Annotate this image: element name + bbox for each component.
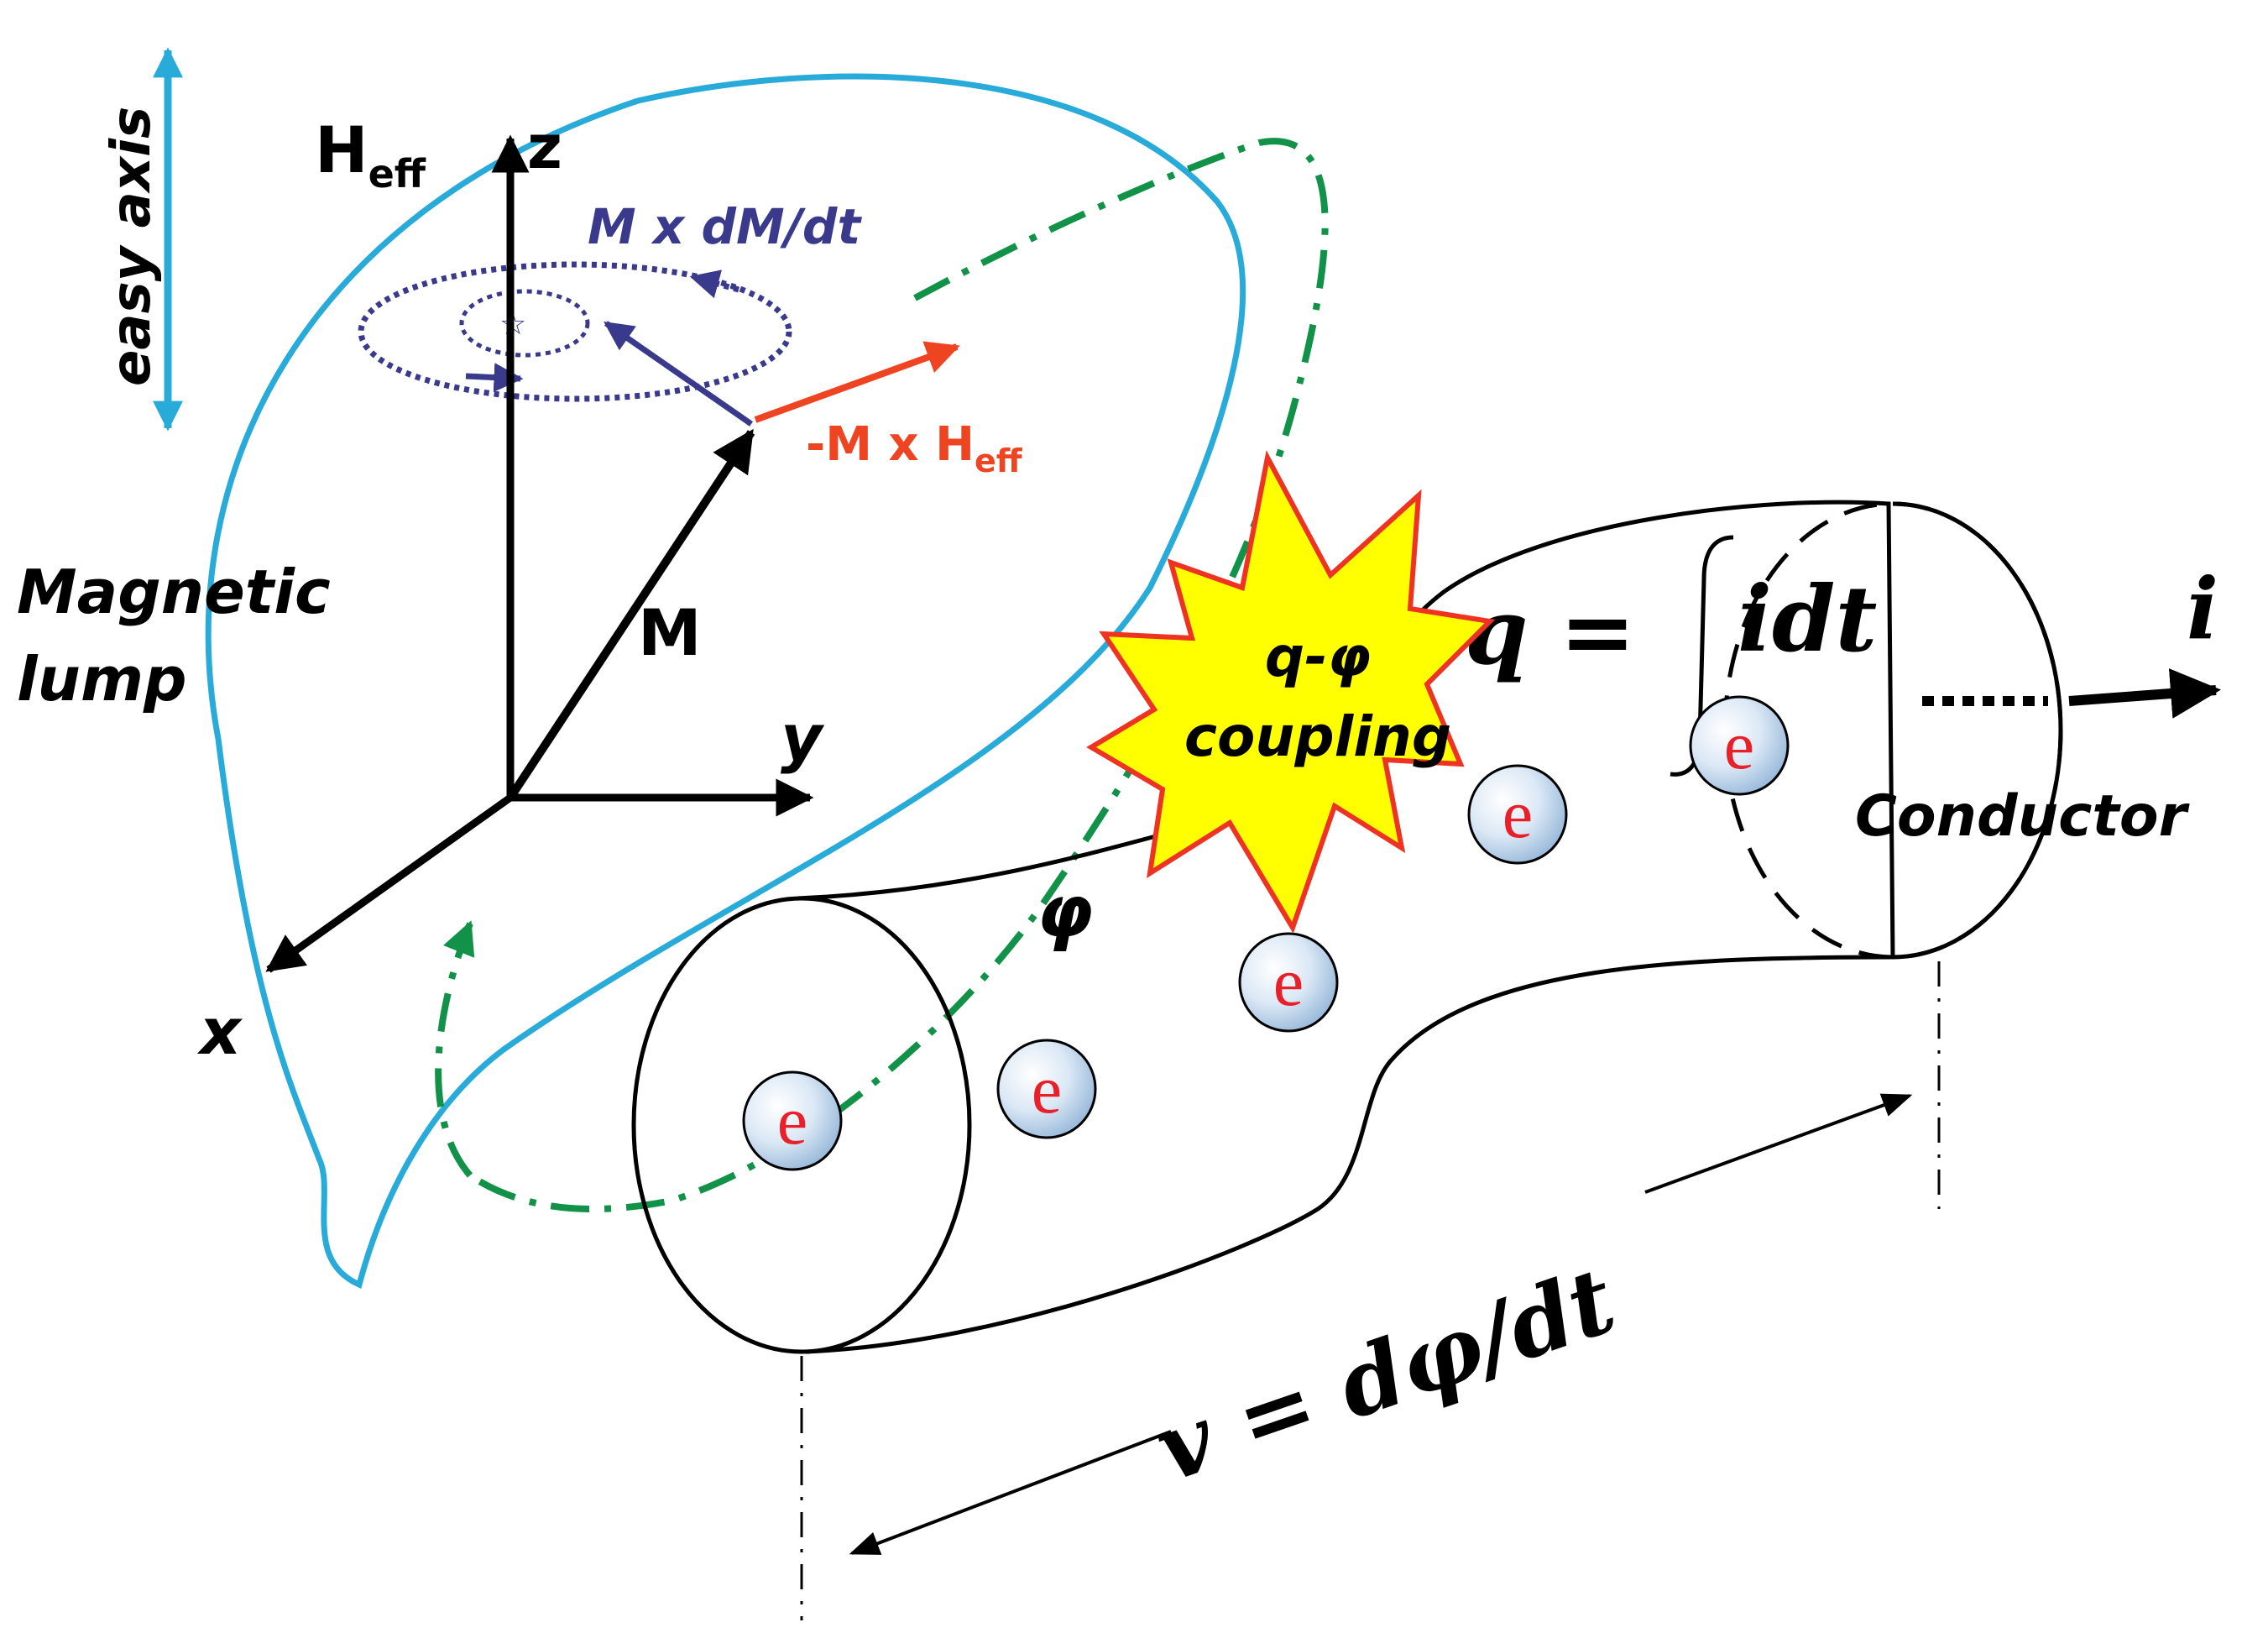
electron: e	[996, 1039, 1097, 1139]
flux-loop	[468, 138, 1329, 1212]
magnetization-label: M	[638, 595, 702, 670]
svg-text:e: e	[1273, 944, 1304, 1020]
svg-text:e: e	[1724, 707, 1754, 783]
damping-arrow	[604, 321, 753, 427]
conductor-right-end-front	[1892, 501, 2063, 960]
voltage-arrow-right	[1644, 1093, 1913, 1194]
precession-torque-arrow	[754, 341, 960, 423]
current-arrow	[2068, 668, 2221, 719]
svg-text:e: e	[1502, 776, 1533, 852]
flux-symbol: φ	[1037, 870, 1093, 954]
voltage-equation: v = dφ/dt	[1143, 1248, 1628, 1503]
h-eff-label: Heff	[315, 113, 426, 196]
svg-text:e: e	[777, 1082, 807, 1159]
x-axis	[265, 794, 513, 973]
electron: e	[742, 1070, 843, 1171]
electron: e	[1467, 764, 1568, 865]
precession-term-label: -M x Heff	[806, 417, 1023, 479]
precession-orbit-outer	[358, 261, 792, 402]
precession-orbit-arrow-top	[689, 270, 739, 299]
integral-sign	[1670, 535, 1734, 777]
svg-text:e: e	[1032, 1051, 1062, 1128]
charge-equation-left: q =	[1465, 579, 1636, 685]
magnetic-lump-outline	[205, 73, 1246, 1289]
electron: e	[1238, 932, 1339, 1033]
charge-equation-right: idt	[1738, 567, 1877, 673]
current-symbol: i	[2187, 559, 2218, 658]
electron: e	[1689, 695, 1790, 796]
conductor-left-end	[631, 896, 972, 1354]
conductor-label: Conductor	[1855, 783, 2191, 850]
x-axis-label: x	[196, 994, 243, 1069]
voltage-arrow-left	[849, 1430, 1172, 1555]
magnetization-vector	[506, 428, 755, 800]
z-axis-label: z	[527, 112, 562, 182]
coupling-starburst	[1086, 450, 1496, 934]
flux-loop-return-arrow	[435, 920, 475, 1178]
y-axis-label: y	[781, 700, 825, 775]
easy-axis-label: easy axis	[101, 107, 163, 386]
damping-term-label: M x dM/dt	[588, 198, 862, 255]
precession-orbit-inner	[459, 289, 590, 358]
